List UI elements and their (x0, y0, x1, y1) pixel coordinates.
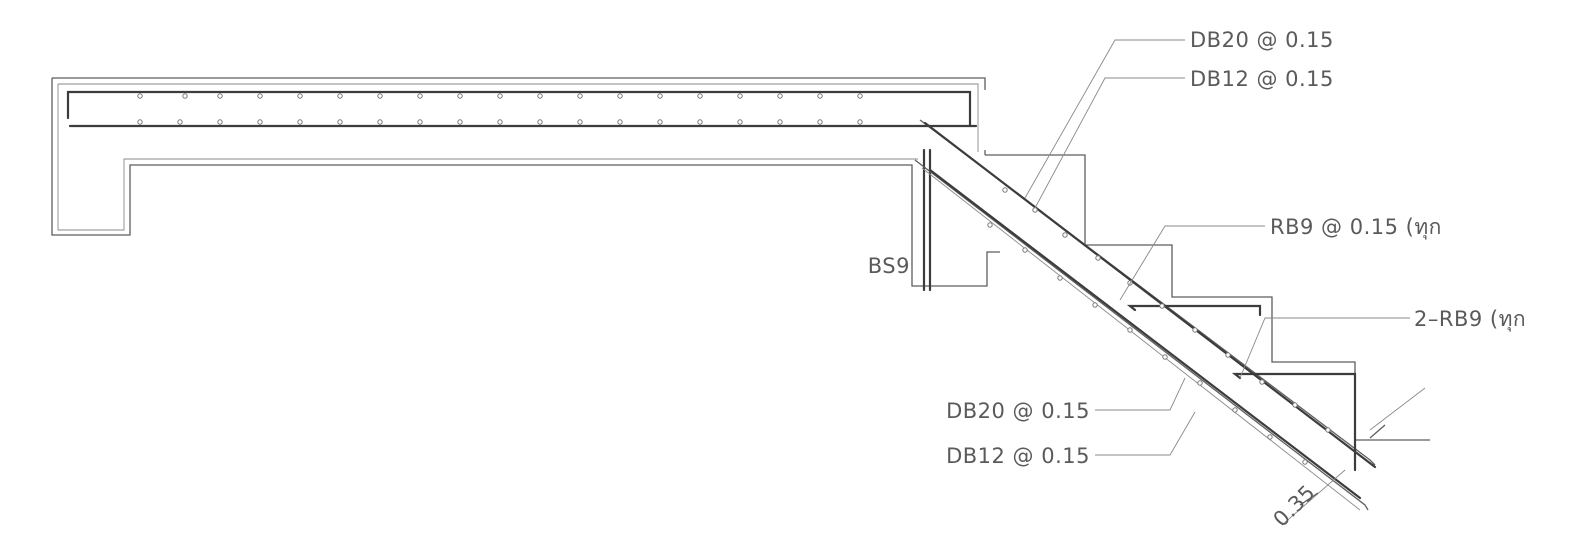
step-bar-rb9-lower (1231, 372, 1357, 472)
landing-slab-inner-outline (57, 83, 979, 231)
label-top-db20: DB20 @ 0.15 (1190, 28, 1334, 52)
leader-bot-db12 (1095, 411, 1196, 456)
stair-waist-bottom-edge (914, 159, 1369, 511)
leader-rb9 (1119, 225, 1265, 301)
label-2-rb9: 2–RB9 (ทุก (1414, 307, 1526, 332)
stair-bottom-bar (928, 168, 1362, 500)
stair-steps-outline (985, 154, 1430, 441)
label-bot-db20: DB20 @ 0.15 (946, 399, 1090, 423)
leader-top-db20 (1024, 39, 1185, 199)
label-bot-db12: DB12 @ 0.15 (946, 444, 1090, 468)
label-rb9: RB9 @ 0.15 (ทุก (1270, 215, 1442, 240)
stair-waist-bottom-edge-2 (921, 167, 1361, 511)
landing-slab-outline (51, 77, 1000, 287)
stair-bottom-dots (987, 222, 1308, 465)
stair-top-bar (923, 121, 1377, 469)
stair-top-dots (1002, 187, 1331, 433)
step-bar-rb9-upper (1126, 304, 1262, 317)
label-bs9: BS9 (868, 254, 910, 278)
label-top-db12: DB12 @ 0.15 (1190, 67, 1334, 91)
dim-line-035 (1281, 387, 1426, 526)
label-dim-035: 0.35 (1269, 480, 1320, 531)
landing-top-bar (66, 90, 972, 128)
landing-top-dots (137, 93, 863, 99)
leader-top-db12 (1034, 77, 1185, 209)
leader-bot-db20 (1095, 377, 1186, 411)
dim-arrow-035 (1299, 424, 1386, 506)
support-bar-bs9 (922, 148, 932, 292)
leader-2-rb9 (1239, 317, 1410, 379)
landing-bottom-dots (137, 119, 863, 125)
